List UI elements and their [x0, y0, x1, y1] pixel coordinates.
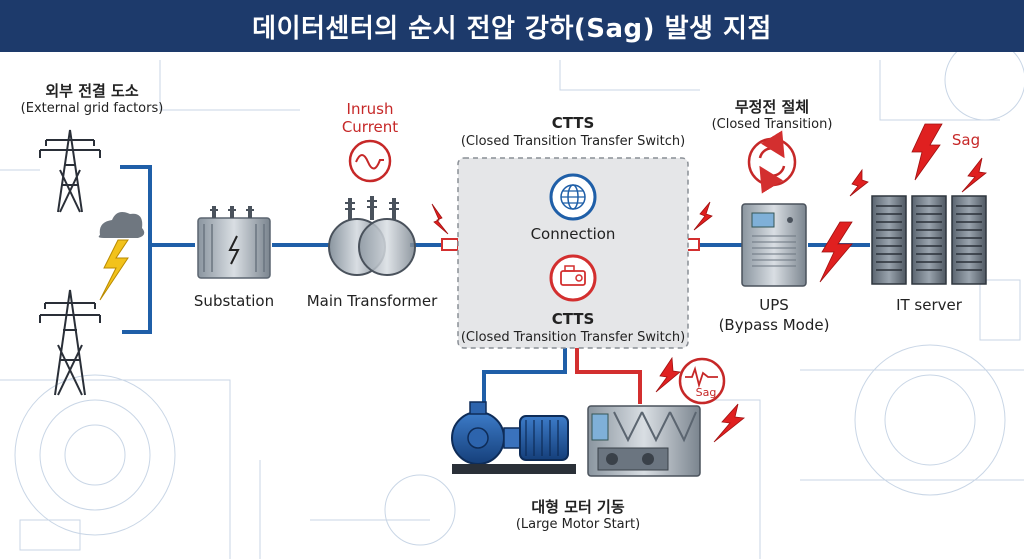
motor-pump-icon — [451, 401, 576, 474]
transmission-tower-icon — [39, 129, 101, 213]
ctts-panel — [457, 157, 689, 349]
breaker-left — [441, 238, 459, 251]
transition-cycle-icon — [747, 130, 797, 194]
ups-mode-label: (Bypass Mode) — [718, 316, 830, 334]
sag-bolt-icon — [431, 123, 987, 443]
external-grid-subtitle: (External grid factors) — [20, 101, 164, 116]
page-title: 데이터센터의 순시 전압 강하(Sag) 발생 지점 — [0, 0, 1024, 52]
connection-label: Connection — [530, 225, 616, 243]
it-server-label: IT server — [896, 296, 962, 314]
server-rack-icon — [871, 195, 987, 285]
inrush-current-icon — [348, 139, 392, 183]
sag-label: Sag — [951, 131, 981, 149]
motor-start-subtitle: (Large Motor Start) — [515, 517, 641, 532]
connection-globe-icon — [549, 173, 597, 221]
external-grid-title: 외부 전결 도소 — [45, 82, 139, 100]
main-transformer-icon — [328, 196, 416, 276]
ctts-top-title: CTTS — [551, 114, 595, 132]
main-transformer-label: Main Transformer — [306, 292, 438, 310]
sag-meter-label: Sag — [695, 386, 717, 399]
ctts-top-subtitle: (Closed Transition Transfer Switch) — [460, 134, 686, 149]
inrush-label-line1: Inrush — [346, 100, 394, 118]
ups-cabinet-icon — [741, 203, 807, 287]
motor-start-title: 대형 모터 기동 — [531, 498, 625, 516]
ctts-bottom-title: CTTS — [551, 310, 595, 328]
substation-label: Substation — [193, 292, 275, 310]
storm-cloud-icon — [98, 212, 145, 301]
transmission-tower-icon — [39, 289, 101, 396]
ups-label: UPS — [759, 296, 789, 314]
substation-transformer-icon — [197, 206, 271, 279]
ctts-bottom-subtitle: (Closed Transition Transfer Switch) — [460, 330, 686, 345]
closed-transition-subtitle: (Closed Transition) — [711, 117, 833, 132]
closed-transition-title: 무정전 절체 — [734, 98, 810, 116]
sag-meter-icon — [678, 357, 726, 405]
chiller-unit-icon — [587, 405, 701, 477]
blueprint-background — [0, 39, 1024, 559]
inrush-label-line2: Current — [341, 118, 399, 136]
generator-icon — [549, 254, 597, 302]
